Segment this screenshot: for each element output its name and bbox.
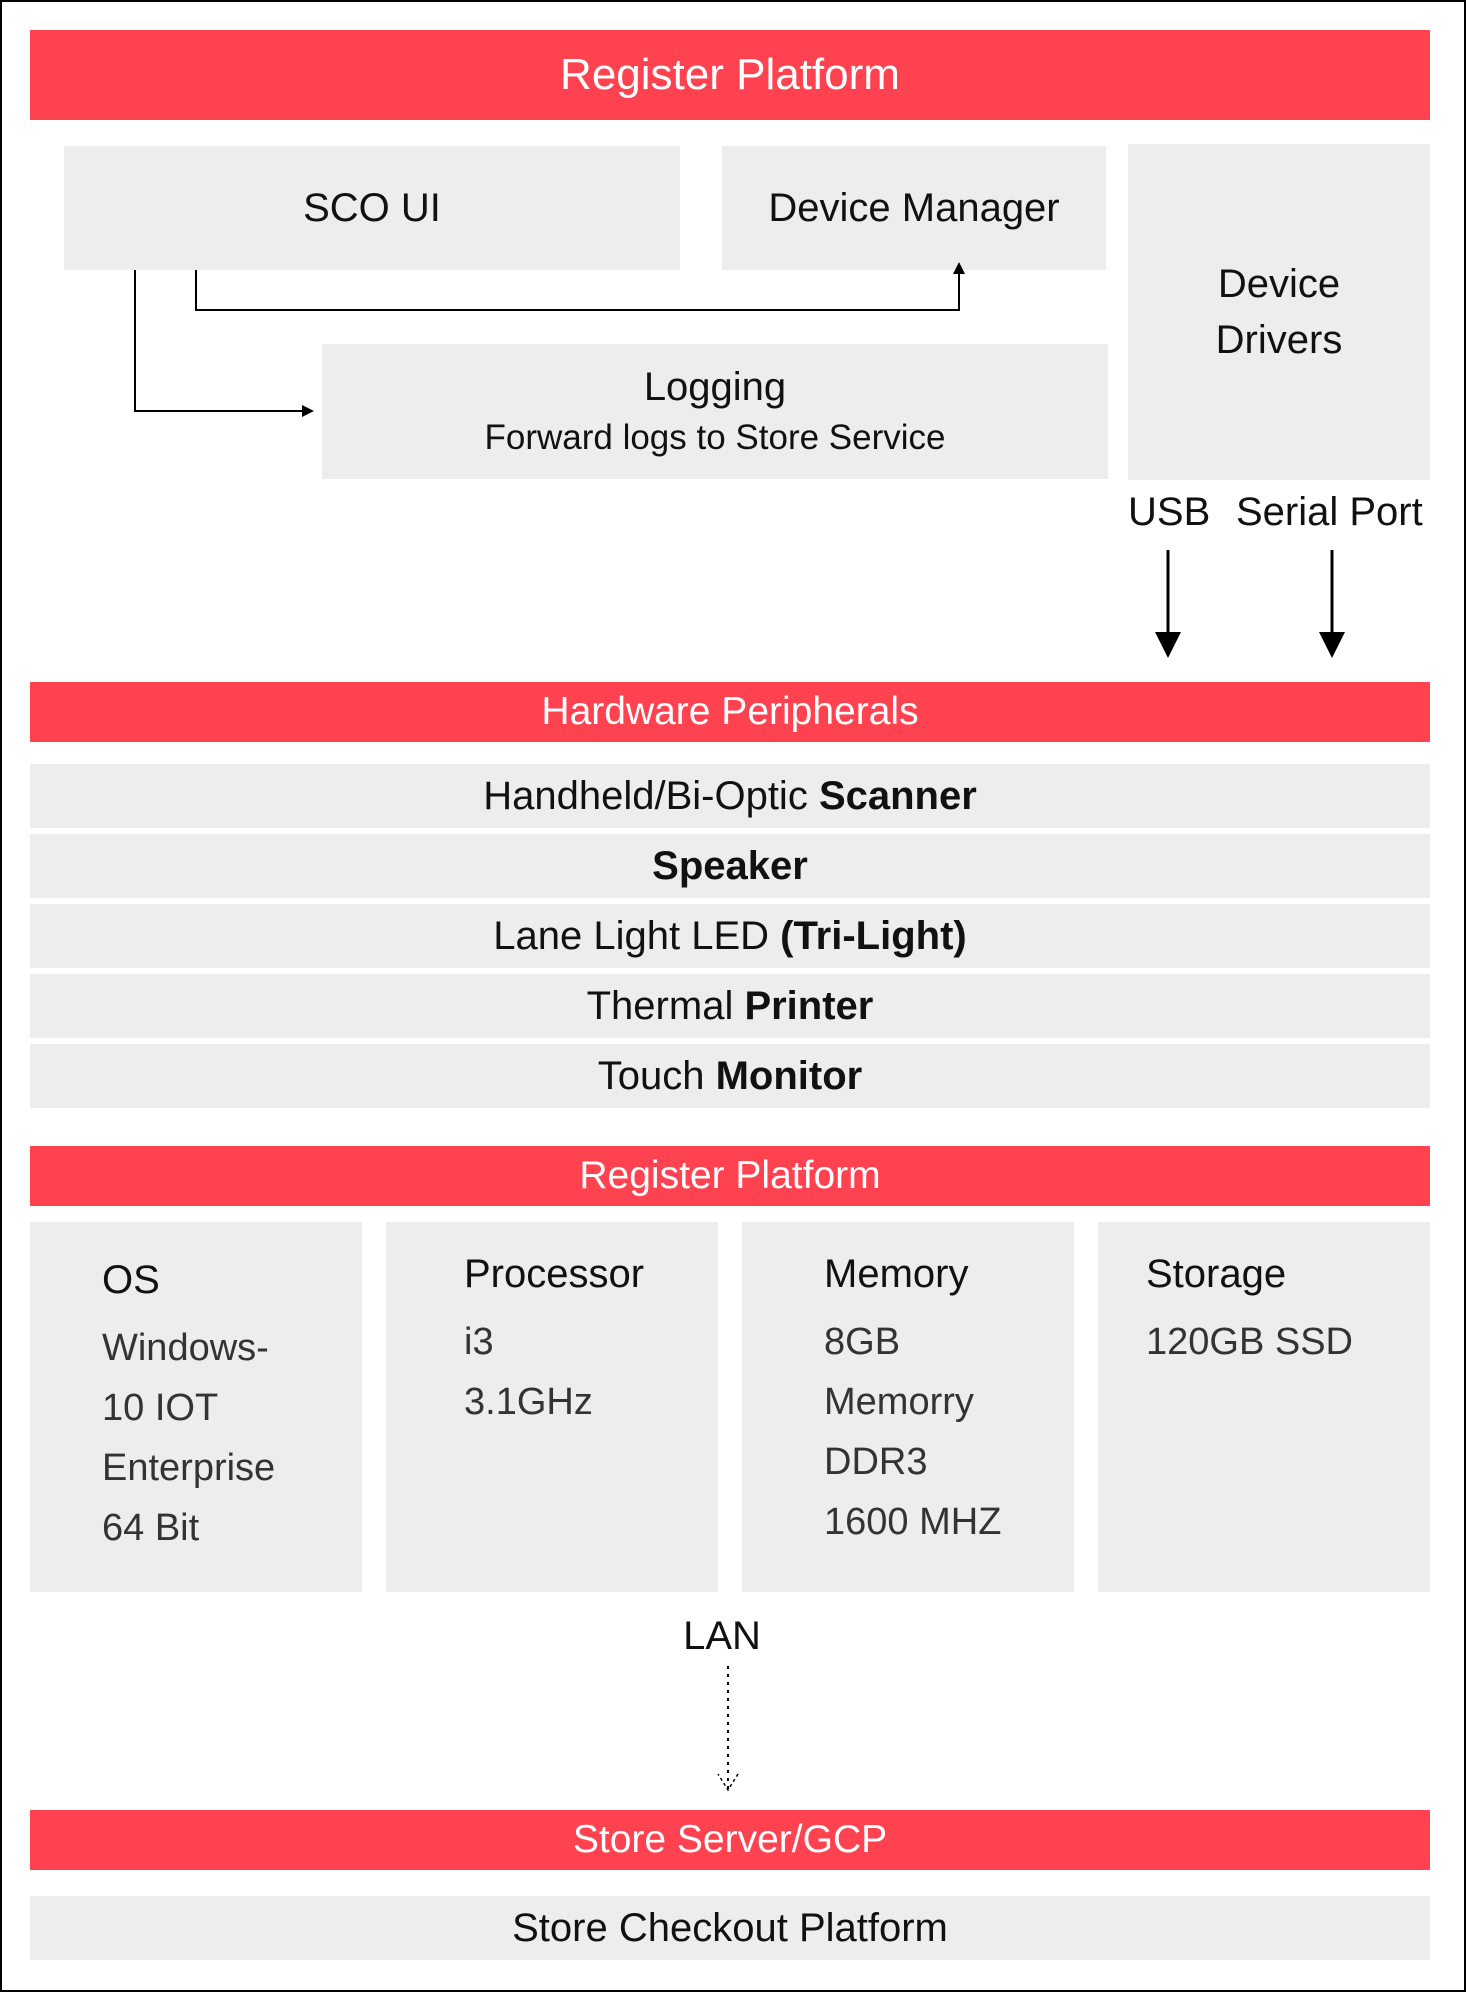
spec-box-memory: Memory 8GB Memorry DDR3 1600 MHZ <box>742 1222 1074 1592</box>
serial-port-label: Serial Port <box>1236 484 1430 540</box>
device-manager-box: Device Manager <box>722 146 1106 270</box>
logging-title: Logging <box>643 364 787 409</box>
spec-memory-line-3: DDR3 <box>824 1441 928 1483</box>
spec-box-storage: Storage 120GB SSD <box>1098 1222 1430 1592</box>
spec-memory-title: Memory <box>824 1252 969 1296</box>
sco-to-logging-arrow <box>134 270 314 417</box>
device-drivers-box: Device Drivers <box>1128 144 1430 480</box>
usb-label: USB <box>1128 484 1211 540</box>
hardware-row-scanner-bold: Scanner <box>818 773 977 818</box>
hardware-row-printer-bold: Printer <box>744 983 874 1028</box>
spec-os-line-4: 64 Bit <box>102 1507 200 1549</box>
hardware-peripherals-header-label: Hardware Peripherals <box>541 690 919 733</box>
spec-box-processor: Processor i3 3.1GHz <box>386 1222 718 1592</box>
spec-os-line-3: Enterprise <box>102 1447 276 1489</box>
hardware-row-speaker-bold: Speaker <box>652 843 808 888</box>
hardware-row-lane-light: Lane Light LED (Tri-Light) <box>30 904 1430 968</box>
store-server-header: Store Server/GCP <box>30 1810 1430 1870</box>
device-drivers-label-line-1: Device <box>1217 262 1341 306</box>
spec-box-os: OS Windows- 10 IOT Enterprise 64 Bit <box>30 1222 362 1592</box>
store-server-header-label: Store Server/GCP <box>572 1818 888 1861</box>
hardware-row-scanner: Handheld/Bi-Optic Scanner <box>30 764 1430 828</box>
spec-memory-line-2: Memorry <box>824 1381 974 1423</box>
lan-label-text: LAN <box>683 1613 761 1658</box>
hardware-row-monitor: Touch Monitor <box>30 1044 1430 1108</box>
spec-memory-line-1: 8GB <box>824 1321 901 1363</box>
hardware-row-lane-light-bold: (Tri-Light) <box>780 913 967 958</box>
sco-ui-label: SCO UI <box>303 185 441 230</box>
device-manager-label: Device Manager <box>768 185 1060 230</box>
hardware-row-printer: Thermal Printer <box>30 974 1430 1038</box>
hardware-row-printer-normal: Thermal <box>586 983 745 1028</box>
spec-processor-line-2: 3.1GHz <box>464 1381 593 1423</box>
serial-port-label-text: Serial Port <box>1236 489 1423 534</box>
logging-subtitle: Forward logs to Store Service <box>484 417 946 457</box>
hardware-row-monitor-bold: Monitor <box>715 1053 863 1098</box>
hardware-row-lane-light-normal: Lane Light LED <box>493 913 781 958</box>
spec-os-title: OS <box>102 1258 160 1302</box>
spec-storage-line-1: 120GB SSD <box>1146 1321 1353 1363</box>
spec-memory-line-4: 1600 MHZ <box>824 1501 1002 1543</box>
spec-processor-line-1: i3 <box>464 1321 494 1363</box>
register-platform-header-label: Register Platform <box>560 50 900 99</box>
hardware-row-scanner-normal: Handheld/Bi-Optic <box>483 773 819 818</box>
spec-os-line-1: Windows- <box>102 1327 269 1369</box>
register-platform-specs-header: Register Platform <box>30 1146 1430 1206</box>
sco-ui-box: SCO UI <box>64 146 680 270</box>
spec-storage-title: Storage <box>1146 1252 1287 1296</box>
device-drivers-label-line-2: Drivers <box>1215 318 1343 362</box>
usb-label-text: USB <box>1128 489 1211 534</box>
register-platform-header: Register Platform <box>30 30 1430 120</box>
hardware-row-monitor-normal: Touch <box>597 1053 716 1098</box>
logging-box: Logging Forward logs to Store Service <box>322 344 1108 479</box>
hardware-peripherals-header: Hardware Peripherals <box>30 682 1430 742</box>
hardware-row-speaker: Speaker <box>30 834 1430 898</box>
store-checkout-platform-box: Store Checkout Platform <box>30 1896 1430 1960</box>
store-checkout-platform-label: Store Checkout Platform <box>512 1905 948 1950</box>
spec-os-line-2: 10 IOT <box>102 1387 219 1429</box>
lan-label: LAN <box>642 1608 802 1664</box>
sco-to-device-manager-arrow <box>195 262 965 311</box>
spec-processor-title: Processor <box>464 1252 645 1296</box>
register-platform-specs-header-label: Register Platform <box>579 1154 881 1197</box>
